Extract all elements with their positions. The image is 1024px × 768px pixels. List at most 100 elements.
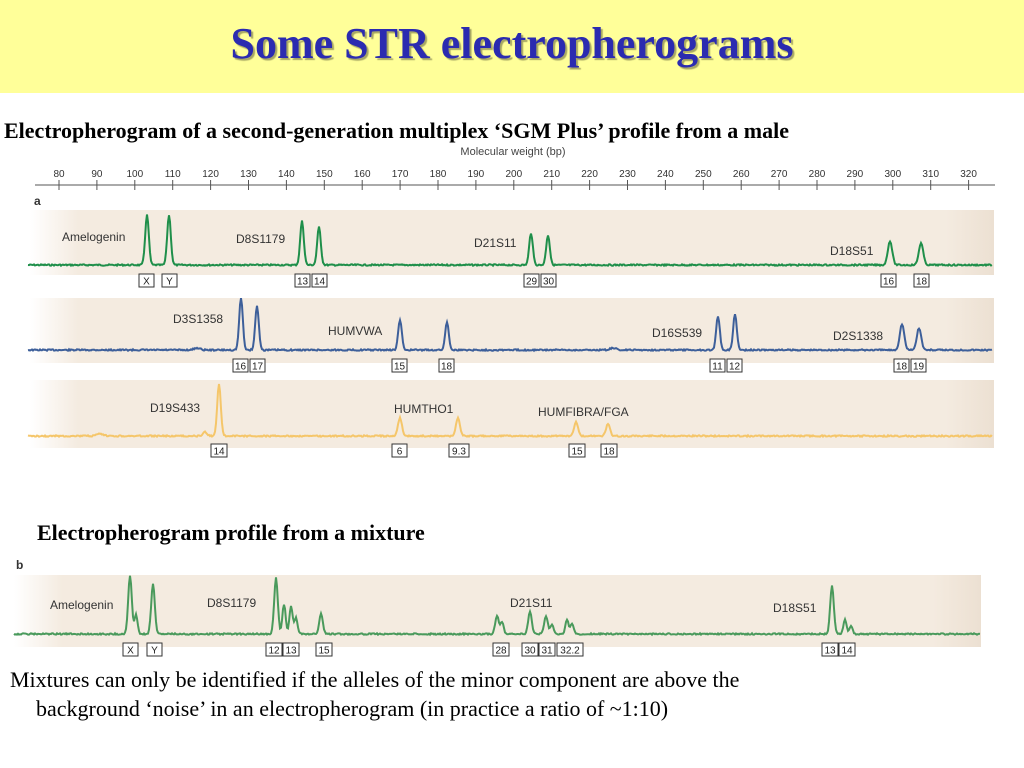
svg-text:15: 15 <box>571 447 583 458</box>
allele-box: 16 <box>232 358 249 373</box>
axis-tick-label: 250 <box>695 169 712 180</box>
body-line-2: background ‘noise’ in an electropherogra… <box>36 696 669 721</box>
locus-label: Amelogenin <box>50 598 113 612</box>
axis-tick-label: 300 <box>884 169 901 180</box>
locus-label: D2S1338 <box>833 329 883 343</box>
allele-box: 18 <box>913 273 930 288</box>
axis-tick-label: 310 <box>922 169 939 180</box>
heading-panel-a: Electropherogram of a second-generation … <box>4 118 789 143</box>
locus-label: D8S1179 <box>207 596 256 610</box>
allele-box: 12 <box>265 642 283 657</box>
axis-tick-label: 180 <box>430 169 447 180</box>
allele-box: 6 <box>391 443 408 458</box>
svg-text:32.2: 32.2 <box>560 646 580 657</box>
body-text: Mixtures can only be identified if the a… <box>10 665 1015 723</box>
locus-label: HUMTHO1 <box>394 402 454 416</box>
axis-tick-label: 210 <box>543 169 560 180</box>
axis-tick-label: 230 <box>619 169 636 180</box>
axis-tick-label: 220 <box>581 169 598 180</box>
trace-green <box>27 214 993 268</box>
svg-text:12: 12 <box>729 362 741 373</box>
svg-text:9.3: 9.3 <box>452 447 466 458</box>
svg-text:X: X <box>143 277 150 288</box>
trace-yellow <box>27 383 993 439</box>
locus-label: D18S51 <box>830 244 874 258</box>
svg-text:28: 28 <box>495 646 507 657</box>
svg-text:18: 18 <box>896 362 908 373</box>
axis-tick-label: 200 <box>505 169 522 180</box>
lane-a-blue-bg <box>30 298 994 363</box>
svg-text:15: 15 <box>394 362 406 373</box>
svg-text:14: 14 <box>841 646 853 657</box>
allele-box: 13 <box>282 642 300 657</box>
allele-box: Y <box>161 273 178 288</box>
locus-label: HUMFIBRA/FGA <box>538 405 629 419</box>
body-line-1: Mixtures can only be identified if the a… <box>10 667 740 692</box>
svg-text:Y: Y <box>166 277 173 288</box>
allele-box: 18 <box>438 358 455 373</box>
svg-text:15: 15 <box>318 646 330 657</box>
allele-box: 30 <box>521 642 539 657</box>
locus-label: Amelogenin <box>62 230 125 244</box>
svg-text:18: 18 <box>916 277 928 288</box>
axis-title: Molecular weight (bp) <box>460 146 565 158</box>
allele-box: 13 <box>294 273 311 288</box>
allele-box: 11 <box>709 358 726 373</box>
axis-tick-label: 80 <box>53 169 65 180</box>
svg-text:30: 30 <box>543 277 555 288</box>
axis-tick-label: 100 <box>126 169 143 180</box>
locus-label: HUMVWA <box>328 324 382 338</box>
allele-box: X <box>122 642 139 657</box>
axis-tick-label: 110 <box>165 169 181 180</box>
allele-box: 16 <box>880 273 897 288</box>
axis-tick-label: 140 <box>278 169 295 180</box>
svg-text:14: 14 <box>213 447 225 458</box>
axis-tick-label: 290 <box>847 169 864 180</box>
svg-text:29: 29 <box>526 277 538 288</box>
svg-text:13: 13 <box>285 646 297 657</box>
allele-box: 15 <box>315 642 333 657</box>
svg-text:16: 16 <box>883 277 895 288</box>
axis-tick-label: 320 <box>960 169 977 180</box>
allele-box: 19 <box>910 358 927 373</box>
axis-tick-label: 150 <box>316 169 333 180</box>
allele-box: 14 <box>838 642 856 657</box>
locus-label: D16S539 <box>652 326 702 340</box>
locus-label: D18S51 <box>773 601 817 615</box>
svg-text:13: 13 <box>824 646 836 657</box>
locus-label: D21S11 <box>474 236 517 250</box>
svg-text:11: 11 <box>712 362 723 373</box>
allele-box: 15 <box>568 443 586 458</box>
svg-text:Y: Y <box>151 646 158 657</box>
allele-box: 18 <box>600 443 618 458</box>
svg-text:13: 13 <box>297 277 309 288</box>
allele-box: 31 <box>538 642 556 657</box>
svg-text:18: 18 <box>603 447 615 458</box>
allele-box: 14 <box>210 443 228 458</box>
svg-text:X: X <box>127 646 134 657</box>
svg-text:18: 18 <box>441 362 453 373</box>
axis-tick-label: 170 <box>392 169 409 180</box>
lane-b-bg <box>14 575 981 647</box>
svg-text:6: 6 <box>397 447 403 458</box>
axis-tick-label: 160 <box>354 169 371 180</box>
heading-panel-b: Electropherogram profile from a mixture <box>37 520 425 545</box>
axis-tick-label: 270 <box>771 169 788 180</box>
locus-label: D3S1358 <box>173 312 223 326</box>
panel-b-label: b <box>16 558 23 572</box>
axis-tick-label: 120 <box>202 169 219 180</box>
locus-label: D21S11 <box>510 596 553 610</box>
allele-box: 29 <box>523 273 540 288</box>
trace-mixture <box>13 575 981 637</box>
panel-a-label: a <box>34 194 41 208</box>
svg-text:14: 14 <box>314 277 326 288</box>
svg-text:12: 12 <box>268 646 280 657</box>
allele-box: 12 <box>726 358 743 373</box>
allele-box: 13 <box>821 642 839 657</box>
svg-text:19: 19 <box>913 362 925 373</box>
svg-text:16: 16 <box>235 362 247 373</box>
allele-box: 15 <box>391 358 408 373</box>
allele-box: 18 <box>893 358 910 373</box>
axis-tick-label: 280 <box>809 169 826 180</box>
